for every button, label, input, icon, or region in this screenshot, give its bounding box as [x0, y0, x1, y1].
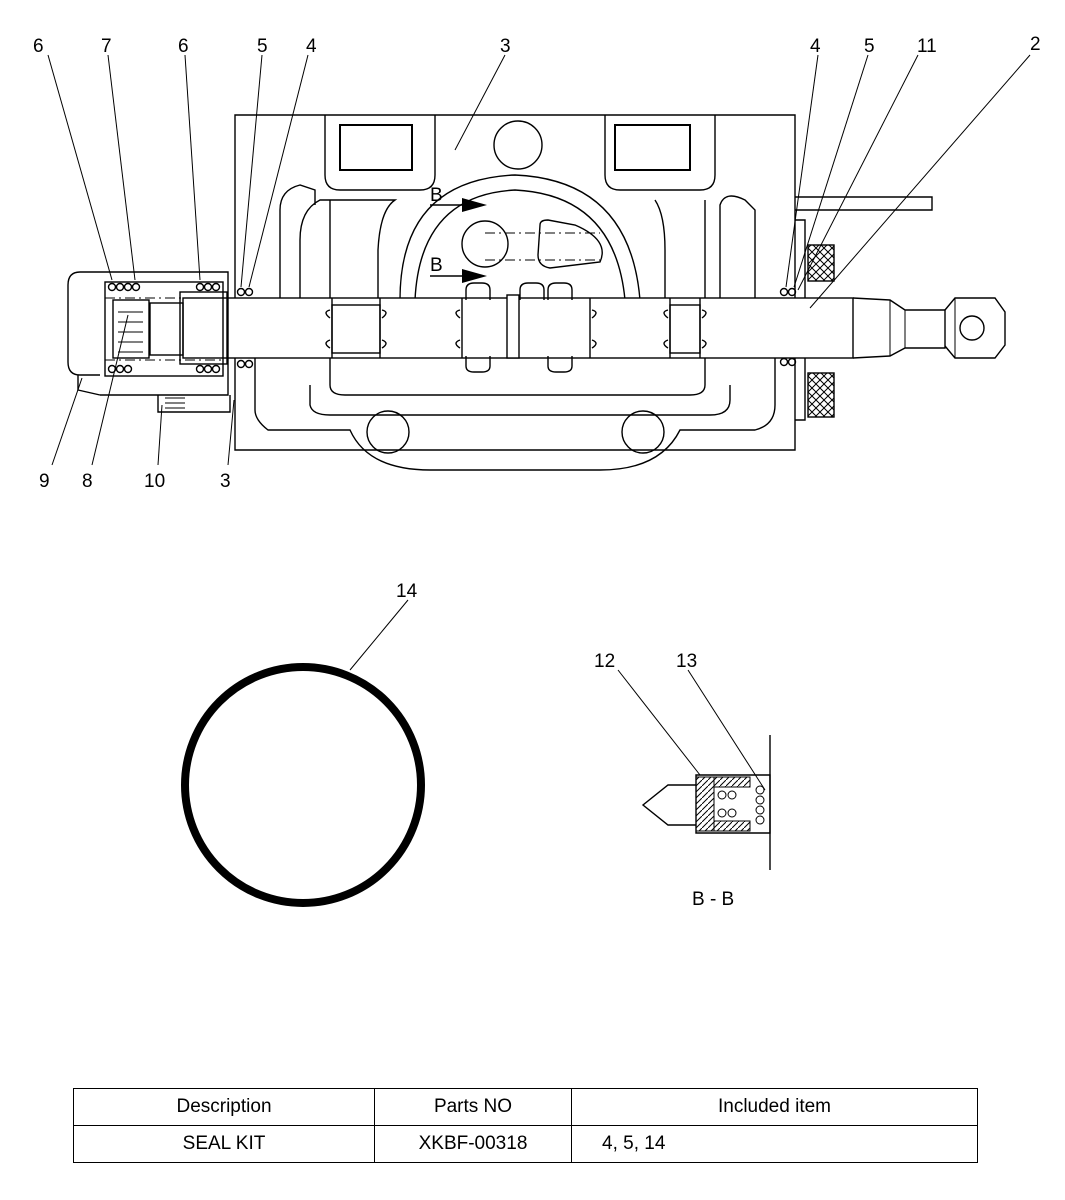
callout-13: 13 [676, 651, 697, 672]
table-header-row: Description Parts NO Included item [73, 1088, 978, 1126]
spool [182, 282, 1006, 373]
table-row: SEAL KIT XKBF-00318 4, 5, 14 [73, 1125, 978, 1163]
callout-6-left: 6 [33, 36, 44, 57]
o-ring-14 [181, 663, 425, 907]
section-label: B - B [692, 889, 734, 910]
callout-3-top: 3 [500, 36, 511, 57]
section-mark-lower: B [430, 255, 443, 276]
cell-parts-no: XKBF-00318 [374, 1125, 572, 1163]
parts-table: Description Parts NO Included item SEAL … [73, 1088, 978, 1163]
callout-11: 11 [917, 36, 937, 57]
callouts: 6 7 6 5 4 3 4 5 11 2 9 8 10 3 14 12 13 [33, 34, 1041, 672]
callout-7: 7 [101, 36, 112, 57]
callout-5-left: 5 [257, 36, 268, 57]
callout-3-bottom: 3 [220, 471, 231, 492]
callout-9: 9 [39, 471, 50, 492]
callout-2: 2 [1030, 34, 1041, 55]
parts-diagram: B B 6 7 6 5 4 3 4 5 11 2 9 [33, 34, 1041, 910]
section-marks: B B [430, 185, 487, 283]
callout-10: 10 [144, 471, 165, 492]
callout-6-middle: 6 [178, 36, 189, 57]
callout-4-right: 4 [810, 36, 821, 57]
callout-4-left: 4 [306, 36, 317, 57]
section-mark-upper: B [430, 185, 443, 206]
callout-12: 12 [594, 651, 615, 672]
header-description: Description [73, 1088, 375, 1126]
header-parts-no: Parts NO [374, 1088, 572, 1126]
spring-cap-assembly [67, 271, 231, 413]
header-included-item: Included item [571, 1088, 978, 1126]
section-b-b-detail: B - B [641, 735, 771, 910]
callout-14: 14 [396, 581, 418, 602]
cell-description: SEAL KIT [73, 1125, 375, 1163]
valve-body [234, 114, 933, 471]
leader-lines [47, 54, 1031, 791]
callout-5-right: 5 [864, 36, 875, 57]
callout-8: 8 [82, 471, 93, 492]
cell-included-item: 4, 5, 14 [571, 1125, 978, 1163]
